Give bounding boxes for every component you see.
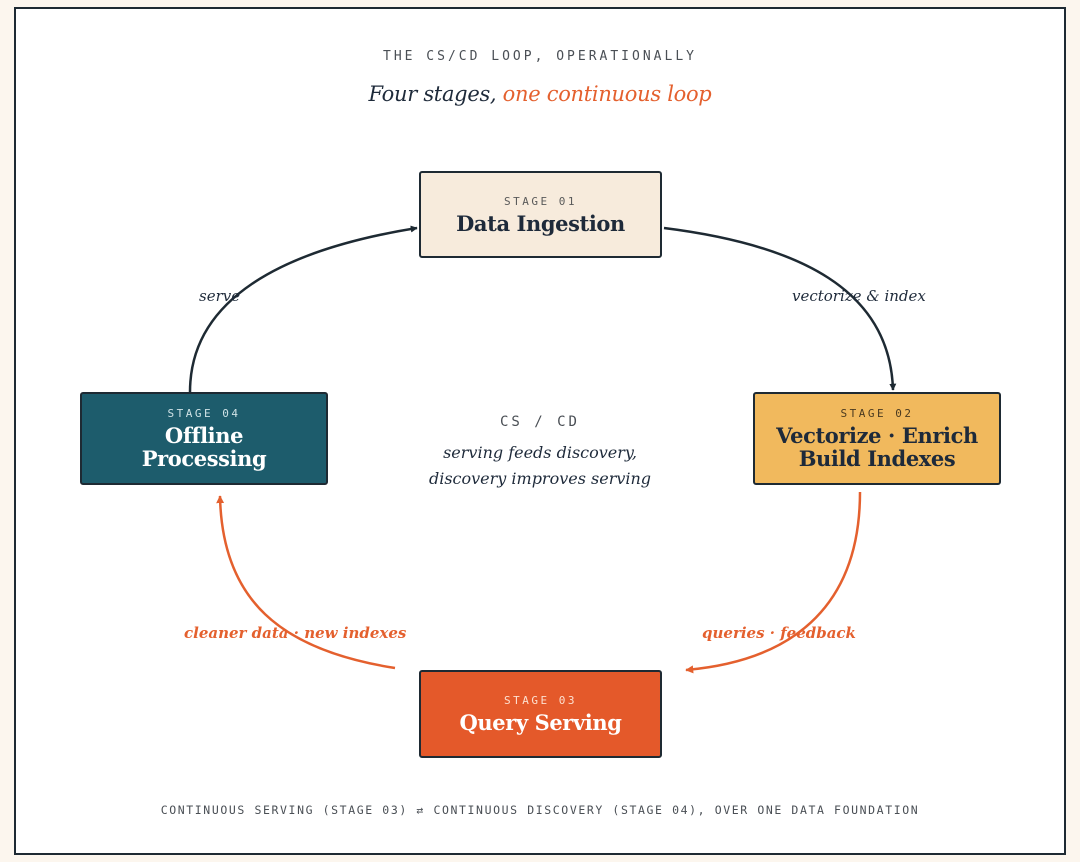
stage-name-line-2: Build Indexes [798, 446, 956, 471]
diagram-title: Four stages, one continuous loop [0, 82, 1080, 106]
arrow-serving-to-offline [216, 495, 396, 670]
arrow-ingestion-to-vectorize [663, 226, 897, 391]
stage-tag: STAGE 02 [840, 407, 914, 420]
edge-label-queries: queries · feedback [702, 624, 856, 642]
stage-name-line-1: Offline [164, 423, 244, 448]
stage-name: Data Ingestion [456, 210, 625, 236]
stage-tag: STAGE 03 [504, 694, 577, 707]
center-line-1: serving feeds discovery, [443, 443, 637, 462]
footer-caption: CONTINUOUS SERVING (STAGE 03) ⇄ CONTINUO… [160, 803, 920, 817]
title-main: Four stages, [368, 82, 503, 106]
stage-offline-processing: STAGE 04 Offline Processing [80, 392, 328, 485]
stage-tag: STAGE 01 [504, 194, 577, 208]
stage-data-ingestion: STAGE 01 Data Ingestion [419, 171, 662, 258]
edge-label-cleaner: cleaner data · new indexes [184, 624, 407, 642]
edge-label-serve: serve [199, 287, 241, 305]
stage-vectorize-enrich: STAGE 02 Vectorize · Enrich Build Indexe… [753, 392, 1001, 485]
stage-name-line-1: Vectorize · Enrich [776, 423, 978, 448]
arrow-offline-to-ingestion [188, 225, 418, 393]
eyebrow-label: THE CS/CD LOOP, OPERATIONALLY [383, 49, 697, 64]
center-tag: CS / CD [499, 414, 580, 430]
arrow-vectorize-to-serving [685, 491, 862, 674]
edge-label-vectorize: vectorize & index [792, 287, 926, 305]
stage-name: Query Serving [459, 710, 622, 735]
stage-tag: STAGE 04 [167, 407, 241, 420]
center-description: serving feeds discovery, discovery impro… [390, 440, 690, 492]
center-line-2: discovery improves serving [428, 469, 652, 488]
stage-query-serving: STAGE 03 Query Serving [419, 670, 662, 758]
title-accent: one continuous loop [502, 82, 712, 106]
stage-name-line-2: Processing [141, 446, 267, 471]
